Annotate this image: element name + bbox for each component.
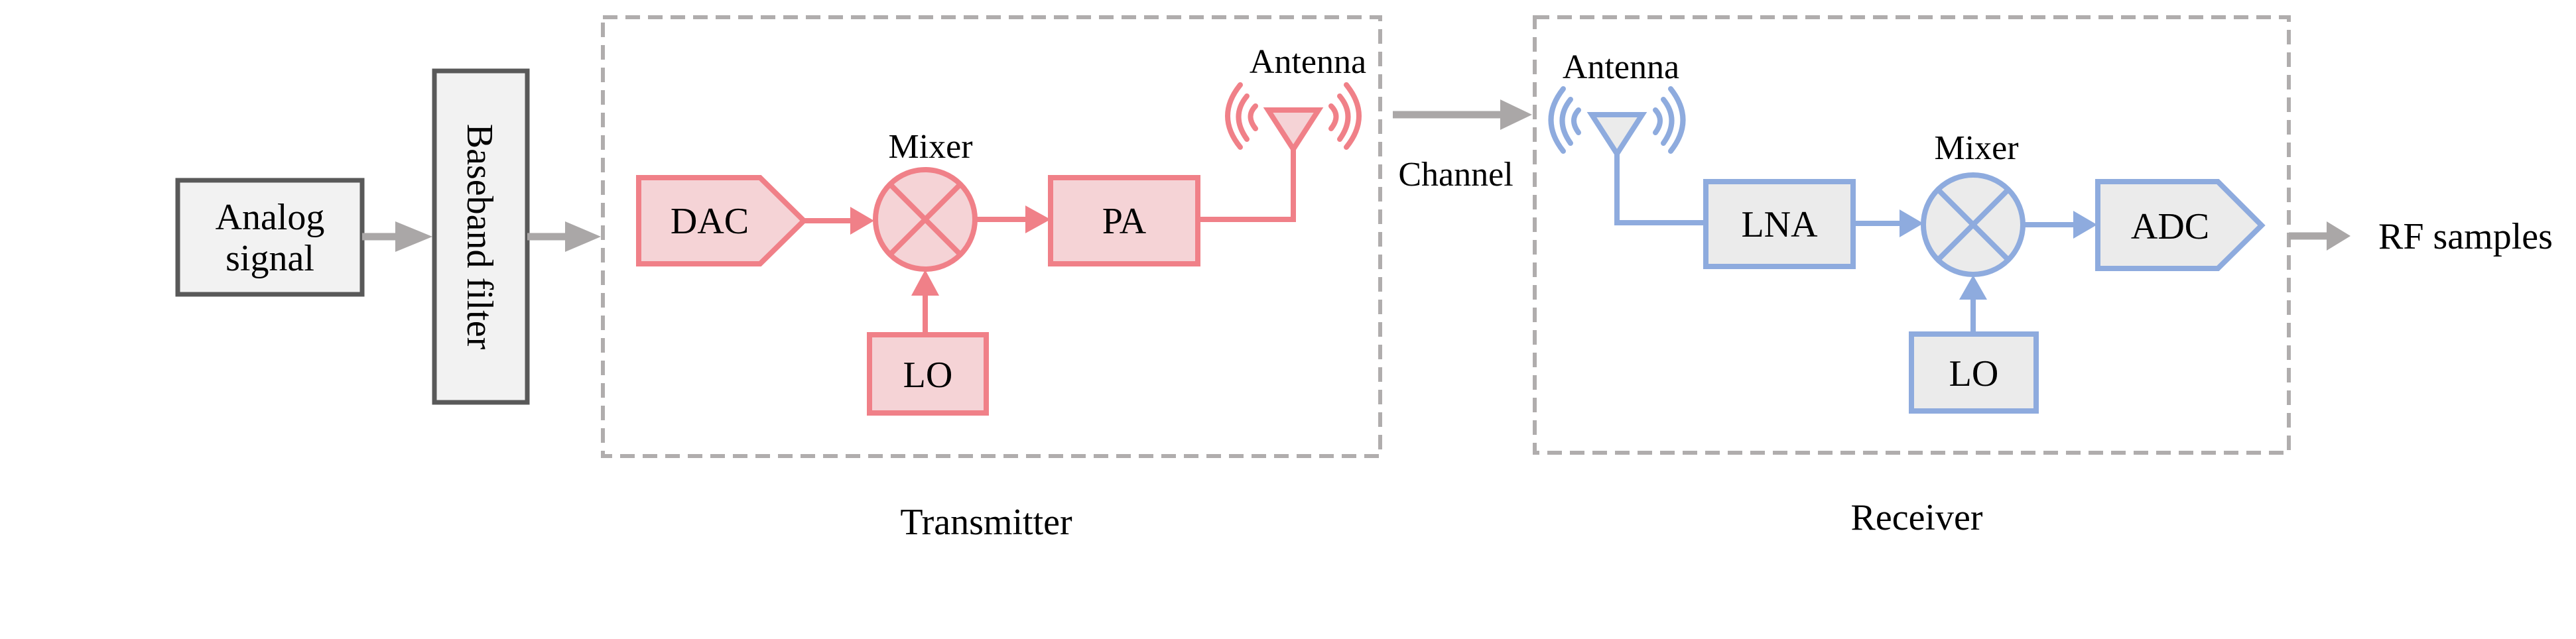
receiver-title: Receiver [1851, 497, 1983, 538]
rx-antenna: Antenna [1548, 48, 1686, 159]
pa-block: PA [1048, 175, 1200, 266]
transmitter-title: Transmitter [900, 502, 1072, 543]
adc-block: ADC [2095, 179, 2266, 271]
arrow-tx-lo-to-mixer [911, 270, 939, 334]
tx-mixer-label: Mixer [888, 128, 972, 166]
antenna-to-lna-line [1614, 154, 1706, 225]
analog-signal-label-line1: Analog [216, 197, 325, 238]
arrow-dac-to-mixer [804, 207, 874, 235]
baseband-filter-label: Baseband filter [459, 124, 500, 350]
arrow-filter-to-transmitter [527, 221, 601, 252]
pa-label: PA [1102, 201, 1147, 242]
lna-block: LNA [1703, 179, 1856, 269]
pa-to-antenna-line [1198, 149, 1296, 222]
analog-signal-label-line2: signal [225, 238, 314, 279]
channel-label: Channel [1398, 156, 1513, 194]
tx-antenna-icon [1225, 82, 1362, 154]
arrow-mixer-to-adc [2023, 211, 2097, 239]
channel-arrow [1393, 99, 1532, 130]
dac-block: DAC [636, 175, 808, 266]
analog-signal-block: Analog signal [175, 178, 365, 297]
transmitter-boundary [601, 15, 1382, 458]
baseband-filter-block: Baseband filter [432, 68, 530, 405]
arrow-to-rf-samples [2289, 221, 2351, 251]
arrow-analog-to-filter [362, 221, 432, 252]
rx-lo-block: LO [1909, 331, 2039, 414]
tx-lo-block: LO [867, 332, 989, 416]
lna-label: LNA [1741, 204, 1818, 245]
rx-mixer: Mixer [1921, 129, 2026, 277]
rx-antenna-label: Antenna [1563, 48, 1679, 86]
tx-antenna-label: Antenna [1250, 43, 1366, 81]
tx-lo-label: LO [903, 355, 953, 396]
arrow-mixer-to-pa [975, 205, 1051, 233]
rx-antenna-icon [1548, 86, 1686, 159]
rx-mixer-label: Mixer [1934, 129, 2018, 167]
tx-mixer: Mixer [873, 128, 978, 272]
rf-samples-label: RF samples [2378, 216, 2553, 257]
adc-label: ADC [2131, 206, 2209, 247]
dac-label: DAC [671, 201, 749, 242]
arrow-rx-lo-to-mixer [1959, 275, 1987, 333]
rx-lo-label: LO [1949, 353, 1999, 394]
tx-antenna: Antenna [1225, 43, 1366, 154]
arrow-lna-to-mixer [1853, 209, 1923, 237]
